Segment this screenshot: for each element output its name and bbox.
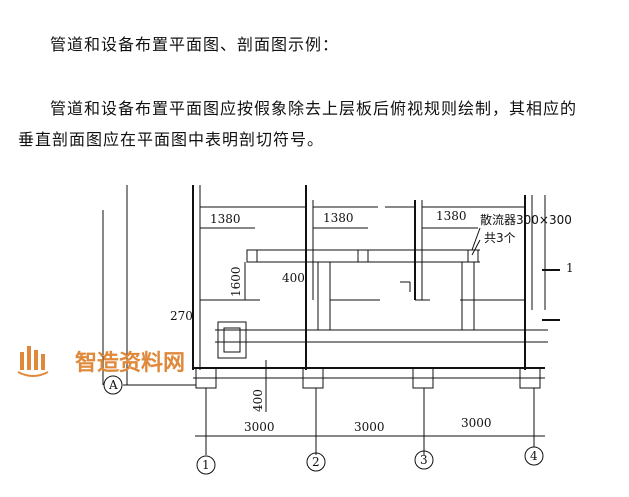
dim-1380-a: 1380 bbox=[210, 212, 241, 226]
watermark-logo-icon bbox=[17, 346, 49, 377]
axis-3-label: 3 bbox=[420, 453, 428, 467]
watermark-text: 智造资料网 bbox=[75, 350, 185, 376]
dim-400-a: 400 bbox=[282, 271, 305, 285]
dim-3000-a: 3000 bbox=[244, 420, 275, 434]
paragraph-line-1: 管道和设备布置平面图应按假象除去上层板后俯视规则绘制，其相应的 bbox=[50, 99, 578, 118]
dim-3000-b: 3000 bbox=[354, 420, 385, 434]
axis-2-label: 2 bbox=[312, 455, 320, 469]
dim-3000-c: 3000 bbox=[461, 416, 492, 430]
diffuser-count-note: 共3个 bbox=[484, 231, 516, 245]
dim-1380-c: 1380 bbox=[436, 209, 467, 223]
axis-4-label: 4 bbox=[530, 449, 538, 463]
dim-1600: 1600 bbox=[229, 266, 243, 297]
diffuser-note: 散流器300×300 bbox=[480, 212, 572, 227]
section-mark-label: 1 bbox=[566, 261, 574, 275]
axis-1-label: 1 bbox=[202, 458, 210, 472]
heading-text: 管道和设备布置平面图、剖面图示例： bbox=[50, 35, 340, 54]
dim-270: 270 bbox=[170, 309, 193, 323]
dim-400-b: 400 bbox=[251, 389, 265, 412]
paragraph-line-2: 垂直剖面图应在平面图中表明剖切符号。 bbox=[18, 130, 325, 149]
axis-A-label: A bbox=[108, 378, 118, 392]
dim-1380-b: 1380 bbox=[323, 211, 354, 225]
